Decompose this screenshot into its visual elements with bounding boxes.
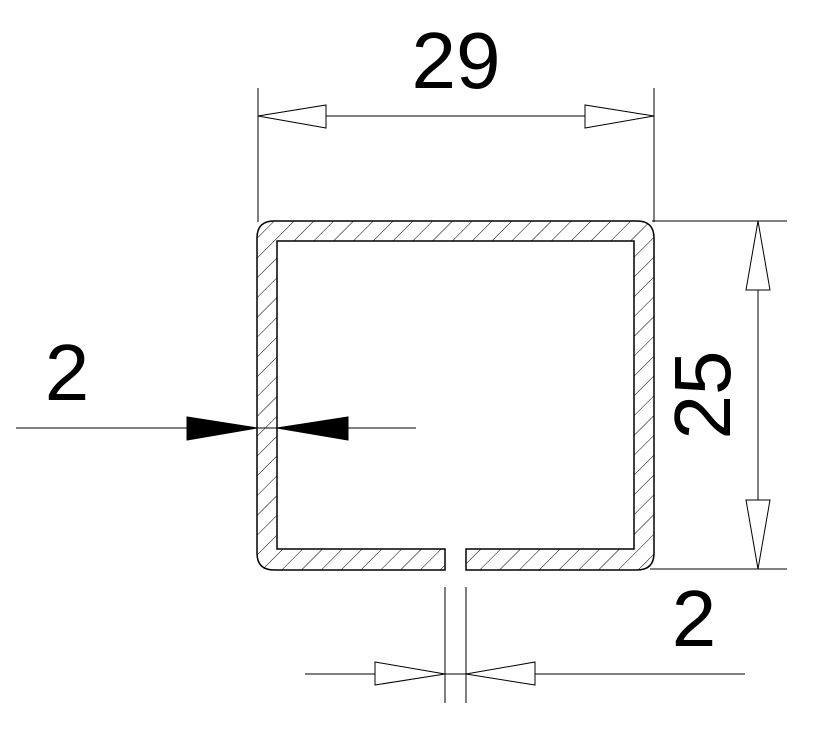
dimension-wall-thickness-label: 2 [45,328,90,417]
dimension-slot-gap-label: 2 [672,574,717,663]
arrow-right-icon [374,661,446,686]
dimension-slot-gap: 2 [305,574,745,703]
arrow-left-icon [257,104,327,129]
arrow-right-icon [584,104,655,129]
arrow-up-icon [745,220,771,291]
dimension-width-label: 29 [412,16,501,105]
arrow-filled-right-icon [186,416,258,441]
arrow-down-icon [745,499,771,570]
dimension-width: 29 [257,16,655,222]
arrow-filled-left-icon [276,416,349,441]
arrow-left-icon [465,661,536,686]
dimension-height-label: 25 [658,351,747,440]
profile-section [256,220,655,571]
dimension-height: 25 [650,220,787,570]
dimension-wall-thickness: 2 [16,328,416,441]
